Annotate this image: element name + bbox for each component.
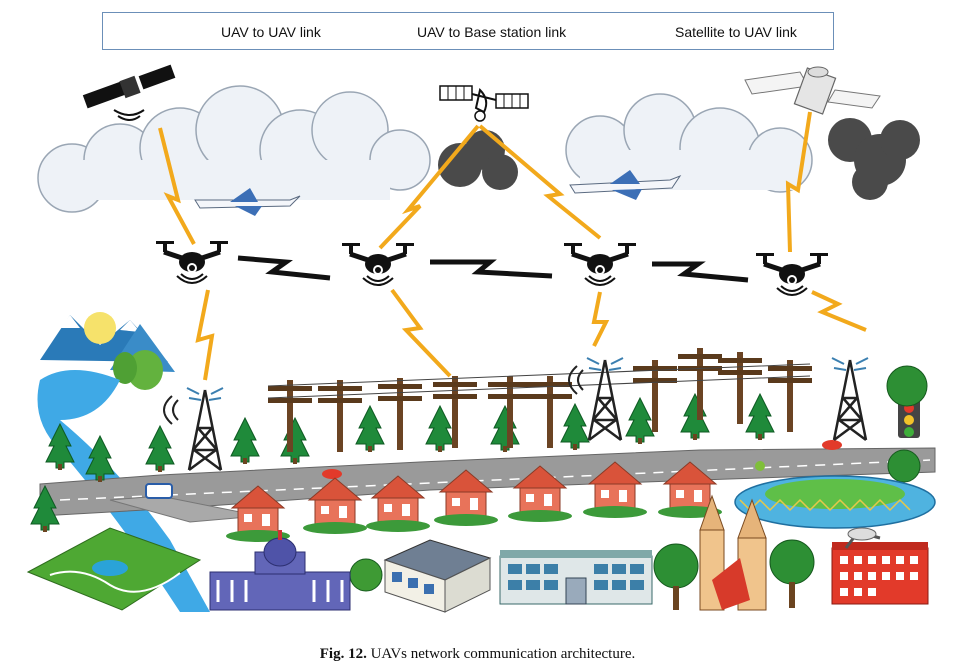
legend-sat-uav-label: Satellite to UAV link [675, 24, 797, 40]
legend-uav-uav-label: UAV to UAV link [221, 24, 321, 40]
power-poles [267, 348, 812, 452]
factory-building [383, 539, 492, 613]
airplanes [194, 170, 682, 216]
bus [145, 483, 173, 499]
stadium [734, 475, 936, 529]
figure-caption: Fig. 12. UAVs network communication arch… [0, 646, 955, 663]
clouds [37, 85, 920, 213]
park-path [49, 570, 181, 593]
red-building [831, 527, 929, 605]
caption-label: Fig. 12. [319, 646, 367, 662]
satellite-right [744, 66, 881, 115]
car-red-2 [822, 440, 842, 450]
drones [156, 241, 828, 295]
satellite-left [82, 64, 176, 121]
office-building [499, 550, 653, 605]
uav-to-base-links [195, 288, 867, 381]
car-red-1 [322, 469, 342, 479]
caption-text: UAVs network communication architecture. [370, 646, 636, 662]
mountains [40, 312, 175, 390]
legend: UAV to UAV link UAV to Base station link… [102, 12, 834, 50]
uav-to-uav-links [237, 255, 749, 283]
base-station-towers [163, 356, 870, 472]
legend-uav-base-label: UAV to Base station link [417, 24, 567, 40]
capitol-building [209, 530, 351, 611]
round-trees [349, 365, 928, 610]
satellite-center [439, 85, 529, 122]
church [699, 494, 767, 611]
motorbike [755, 461, 765, 471]
satellite-to-uav-links [158, 111, 812, 253]
park-pond [92, 560, 128, 576]
